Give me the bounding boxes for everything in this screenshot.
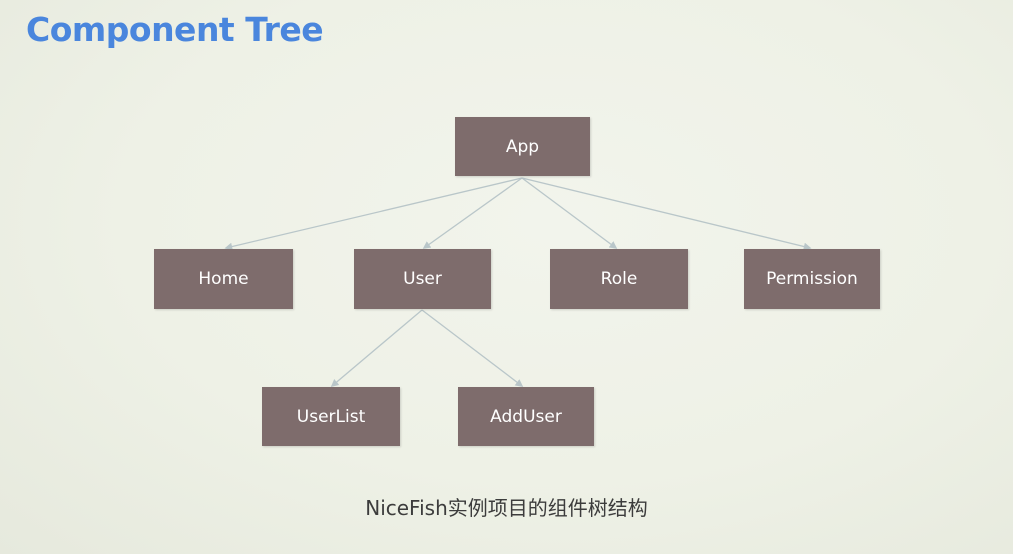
slide-caption: NiceFish实例项目的组件树结构: [365, 496, 648, 520]
node-app: App: [455, 117, 590, 176]
node-role: Role: [550, 249, 688, 309]
slide-title: Component Tree: [26, 10, 324, 49]
node-user: User: [354, 249, 491, 309]
connector-user-userlist: [330, 309, 423, 388]
connector-app-user: [422, 177, 523, 249]
node-home: Home: [154, 249, 293, 309]
node-permission: Permission: [744, 249, 880, 309]
node-userlist: UserList: [262, 387, 400, 446]
connector-app-home: [224, 177, 523, 251]
connector-app-permission: [521, 177, 812, 251]
node-adduser: AddUser: [458, 387, 594, 446]
connector-user-adduser: [421, 309, 524, 387]
connector-app-role: [521, 177, 618, 249]
